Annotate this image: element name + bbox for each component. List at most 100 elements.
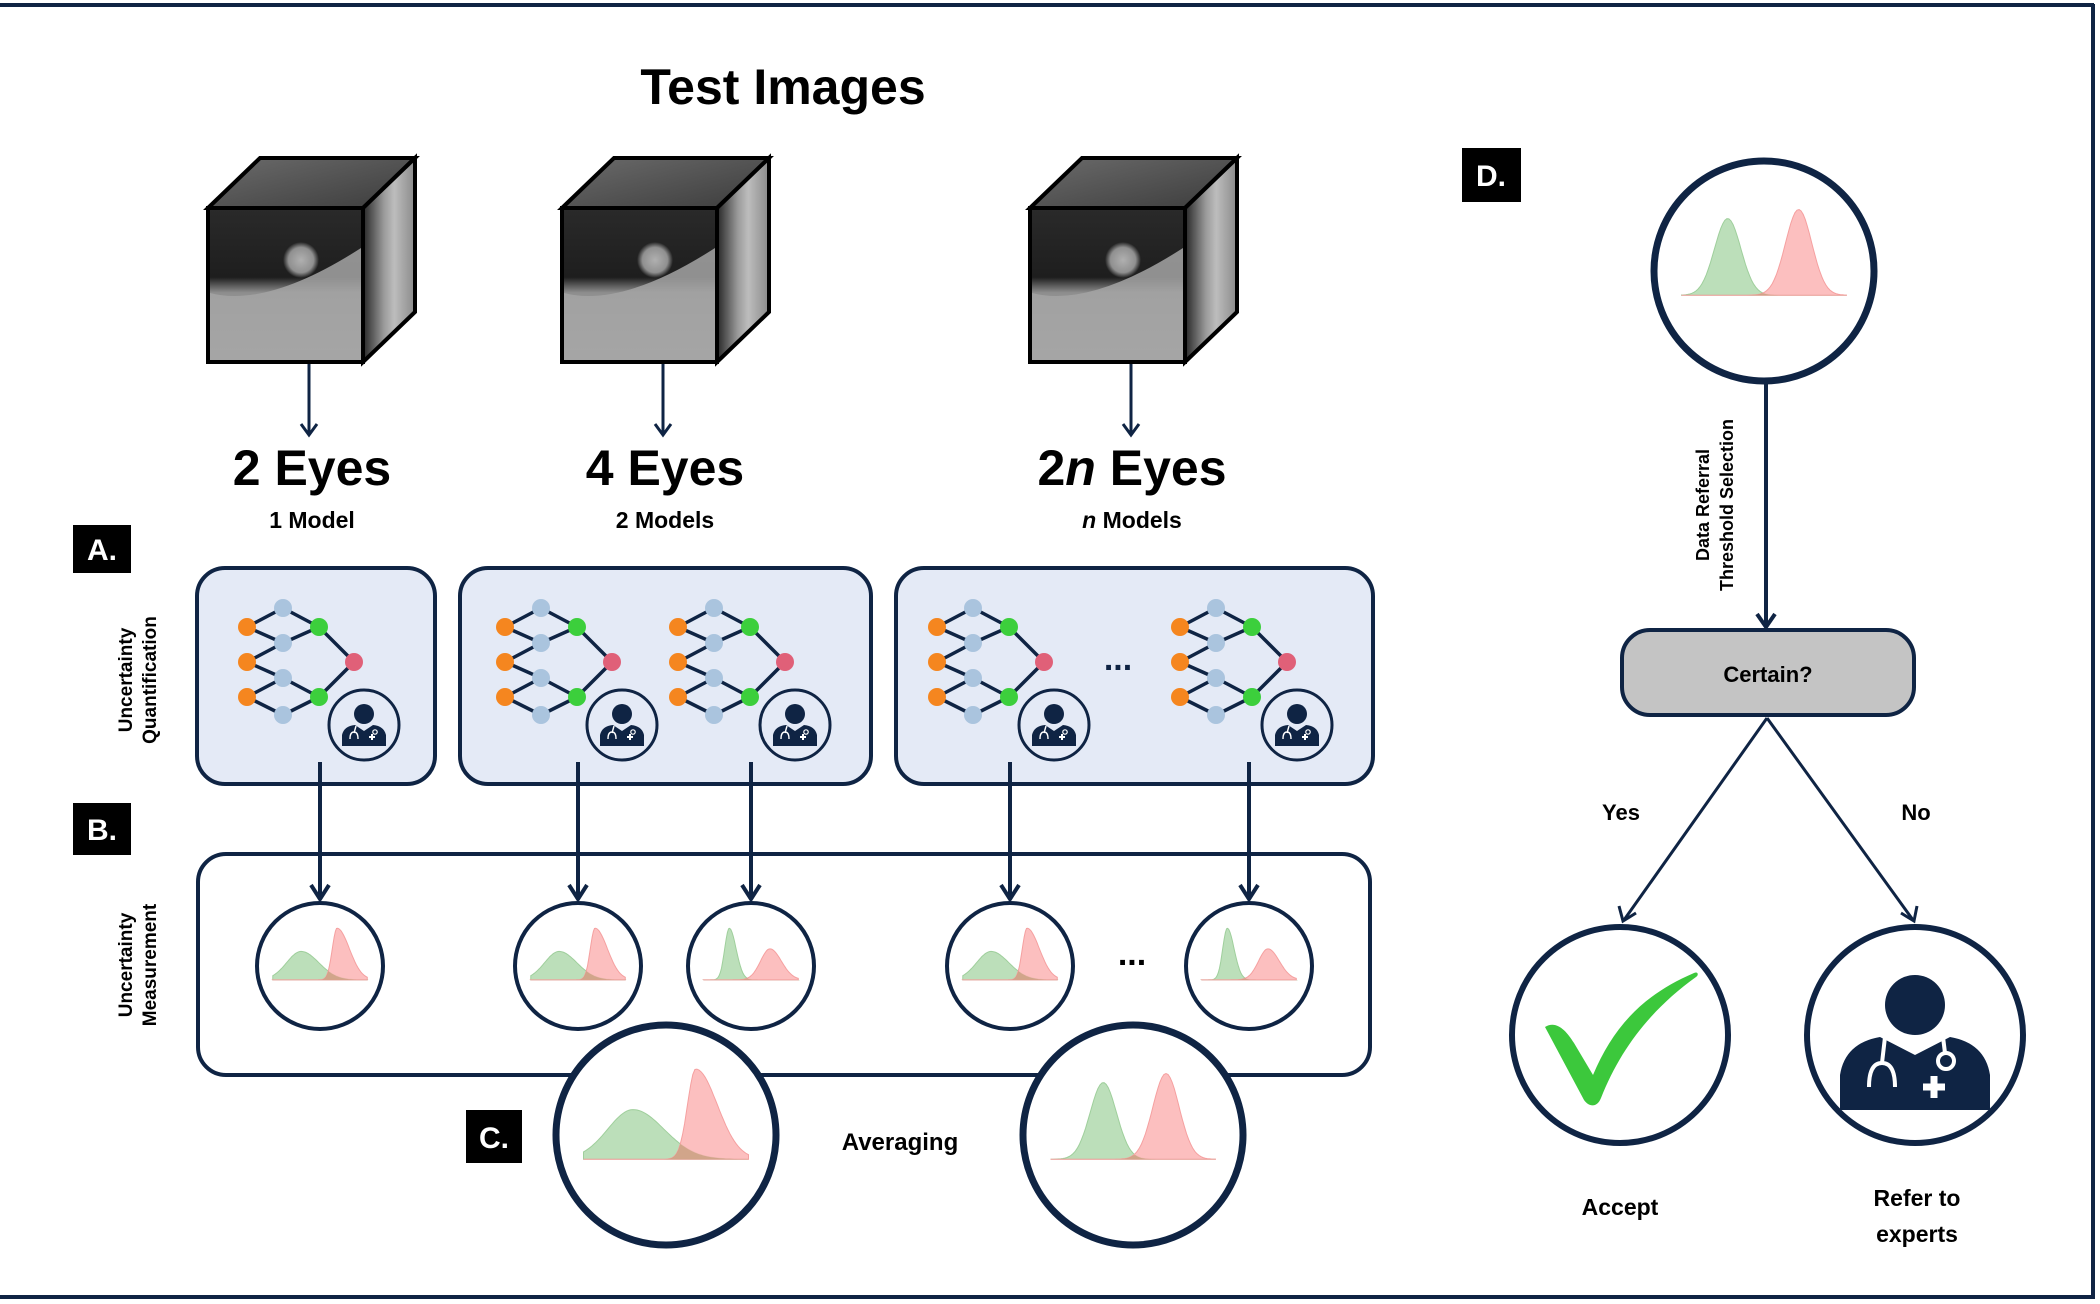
neural-network-icon bbox=[928, 599, 1053, 724]
hidden-node bbox=[1207, 669, 1225, 687]
hidden-node bbox=[1207, 634, 1225, 652]
distribution-curves-icon bbox=[702, 927, 800, 981]
section-d-badge-text: D. bbox=[1476, 160, 1506, 193]
arrow-down-icon bbox=[653, 423, 673, 438]
arrow-down-icon bbox=[1238, 883, 1260, 903]
doctor-icon bbox=[585, 688, 659, 762]
doctor-head bbox=[785, 704, 805, 724]
hidden-node bbox=[1207, 599, 1225, 617]
arrow-down-icon bbox=[740, 883, 762, 903]
stethoscope bbox=[780, 725, 790, 740]
medical-cross bbox=[369, 734, 375, 740]
no-branch-line bbox=[1765, 717, 1915, 921]
no-arrowhead-icon bbox=[1900, 905, 1919, 924]
hidden-node bbox=[705, 706, 723, 724]
threshold-label-line2: Threshold Selection bbox=[1717, 419, 1737, 591]
doctor-ring bbox=[1017, 688, 1091, 762]
hidden-node bbox=[274, 634, 292, 652]
hidden-node-green bbox=[310, 618, 328, 636]
measurement-circle-outline bbox=[1184, 901, 1314, 1031]
averaged-circle bbox=[1019, 1021, 1247, 1249]
hidden-node-green bbox=[568, 618, 586, 636]
stethoscope-bell bbox=[1305, 729, 1311, 735]
um-label-line2: Measurement bbox=[140, 903, 161, 1026]
title: Test Images bbox=[640, 59, 925, 115]
doctor-icon bbox=[1840, 975, 1990, 1110]
measurement-circles bbox=[255, 901, 1314, 1031]
arrow-down-icon bbox=[999, 883, 1021, 903]
stethoscope bbox=[607, 725, 617, 740]
measurement-circle-outline bbox=[686, 901, 816, 1031]
input-node bbox=[928, 618, 946, 636]
hidden-node-green bbox=[1243, 618, 1261, 636]
tissue-region bbox=[210, 248, 361, 360]
doctor-head bbox=[1885, 975, 1945, 1035]
measurement-circle bbox=[255, 901, 385, 1031]
input-node bbox=[928, 653, 946, 671]
models-subheading: n Models bbox=[1082, 507, 1182, 533]
input-node bbox=[496, 688, 514, 706]
model-panel-2 bbox=[458, 566, 873, 786]
nodule bbox=[1105, 242, 1141, 278]
input-node bbox=[238, 688, 256, 706]
model-panel-1 bbox=[195, 566, 437, 786]
arrow-down-icon bbox=[309, 883, 331, 903]
tissue-region bbox=[564, 248, 715, 360]
stethoscope bbox=[1282, 725, 1292, 740]
threshold-label-line1: Data Referral bbox=[1693, 449, 1713, 561]
eyes-variable: n bbox=[1065, 440, 1096, 496]
input-node bbox=[669, 688, 687, 706]
hidden-node-green bbox=[741, 618, 759, 636]
doctor-head bbox=[1287, 704, 1307, 724]
neural-network-icon bbox=[496, 599, 621, 724]
hidden-node bbox=[532, 669, 550, 687]
neural-network-icon bbox=[669, 599, 794, 724]
hidden-node bbox=[964, 706, 982, 724]
input-node bbox=[496, 618, 514, 636]
averaging-label: Averaging bbox=[842, 1129, 958, 1156]
uq-label-line1: Uncertainty bbox=[116, 627, 137, 732]
hidden-node bbox=[705, 599, 723, 617]
distribution-overlap bbox=[703, 978, 799, 980]
stethoscope-bell bbox=[1062, 729, 1068, 735]
um-label-line1: Uncertainty bbox=[116, 912, 137, 1017]
doctor-icon bbox=[327, 688, 401, 762]
output-node bbox=[1278, 653, 1296, 671]
decision-box bbox=[1620, 628, 1916, 717]
no-label: No bbox=[1901, 800, 1930, 825]
arrow-down-icon bbox=[1121, 423, 1141, 438]
stethoscope-bell bbox=[1936, 1051, 1956, 1071]
model-to-measurement-arrows bbox=[309, 762, 1260, 903]
check-mark-icon bbox=[1545, 972, 1698, 1106]
section-d-badge: D. bbox=[1462, 148, 1521, 202]
decision-node: Certain? bbox=[1620, 628, 1916, 717]
doctor-icon bbox=[758, 688, 832, 762]
hidden-node-green bbox=[1000, 618, 1018, 636]
input-node bbox=[669, 653, 687, 671]
eyes-count: 2 bbox=[233, 440, 261, 496]
uncertainty-measurement-label: Uncertainty Measurement bbox=[116, 903, 161, 1026]
threshold-selection-label: Data Referral Threshold Selection bbox=[1693, 419, 1737, 591]
red-distribution bbox=[1050, 1072, 1216, 1160]
input-node bbox=[238, 618, 256, 636]
hidden-node bbox=[274, 669, 292, 687]
refer-label-line1: Refer to bbox=[1874, 1185, 1961, 1211]
stethoscope-bell bbox=[372, 729, 378, 735]
doctor-icon bbox=[1260, 688, 1334, 762]
eyes-count: 4 bbox=[586, 440, 614, 496]
hidden-node-green bbox=[1000, 688, 1018, 706]
models-label: Models bbox=[1096, 507, 1182, 533]
distribution-overlap bbox=[1050, 1155, 1216, 1160]
input-node bbox=[496, 653, 514, 671]
hidden-node bbox=[1207, 706, 1225, 724]
medical-cross bbox=[1923, 1076, 1945, 1098]
yes-branch-line bbox=[1622, 717, 1769, 921]
yes-label: Yes bbox=[1602, 800, 1640, 825]
threshold-distribution-circle bbox=[1650, 157, 1878, 385]
eyes-heading: 2n Eyes bbox=[1037, 440, 1226, 496]
models-variable: n bbox=[1082, 507, 1096, 533]
eyes-word: Eyes bbox=[1096, 440, 1227, 496]
distribution-curves-icon bbox=[583, 1068, 749, 1160]
